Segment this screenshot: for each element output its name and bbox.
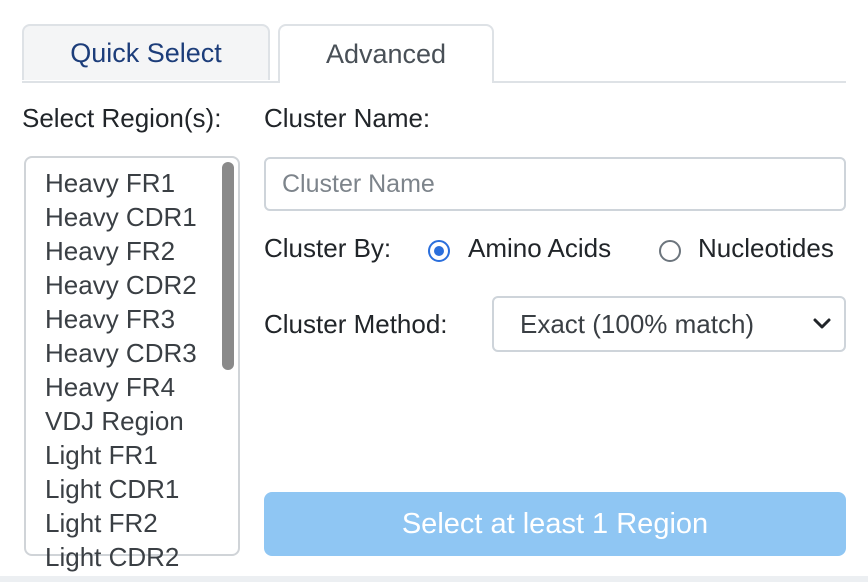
chevron-down-icon <box>813 318 831 329</box>
region-option-heavy-cdr2[interactable]: Heavy CDR2 <box>45 270 197 300</box>
cluster-method-select[interactable]: Exact (100% match) <box>492 296 846 352</box>
region-listbox[interactable]: Heavy FR1 Heavy CDR1 Heavy FR2 Heavy CDR… <box>24 156 240 572</box>
cluster-by-label: Cluster By: <box>264 233 392 263</box>
region-items: Heavy FR1 Heavy CDR1 Heavy FR2 Heavy CDR… <box>45 166 197 574</box>
region-option-light-cdr1[interactable]: Light CDR1 <box>45 474 180 504</box>
region-option-heavy-cdr1[interactable]: Heavy CDR1 <box>45 202 197 232</box>
submit-button[interactable]: Select at least 1 Region <box>264 492 846 556</box>
region-option-light-fr2[interactable]: Light FR2 <box>45 508 158 538</box>
cluster-name-input[interactable] <box>264 157 846 211</box>
region-list-scrollbar[interactable] <box>222 162 234 370</box>
region-option-heavy-fr2[interactable]: Heavy FR2 <box>45 236 176 266</box>
radio-nucleotides-label[interactable]: Nucleotides <box>698 233 834 263</box>
region-option-heavy-fr4[interactable]: Heavy FR4 <box>45 372 176 402</box>
select-regions-label: Select Region(s): <box>22 103 222 133</box>
tab-quick-select[interactable]: Quick Select <box>22 24 270 80</box>
region-option-light-fr1[interactable]: Light FR1 <box>45 440 158 470</box>
cluster-method-value: Exact (100% match) <box>520 308 755 339</box>
region-option-vdj-region[interactable]: VDJ Region <box>45 406 184 436</box>
radio-amino-acids[interactable] <box>428 240 450 262</box>
region-option-heavy-fr3[interactable]: Heavy FR3 <box>45 304 176 334</box>
region-option-heavy-fr1[interactable]: Heavy FR1 <box>45 168 176 198</box>
panel-bottom-edge <box>0 576 868 582</box>
cluster-method-label: Cluster Method: <box>264 309 448 339</box>
radio-nucleotides[interactable] <box>659 240 681 262</box>
region-option-light-cdr2[interactable]: Light CDR2 <box>45 542 180 572</box>
tab-bar: Quick Select Advanced <box>22 24 846 83</box>
tab-advanced[interactable]: Advanced <box>278 24 494 83</box>
cluster-name-label: Cluster Name: <box>264 103 431 133</box>
radio-amino-acids-label[interactable]: Amino Acids <box>468 233 612 263</box>
region-option-heavy-cdr3[interactable]: Heavy CDR3 <box>45 338 197 368</box>
